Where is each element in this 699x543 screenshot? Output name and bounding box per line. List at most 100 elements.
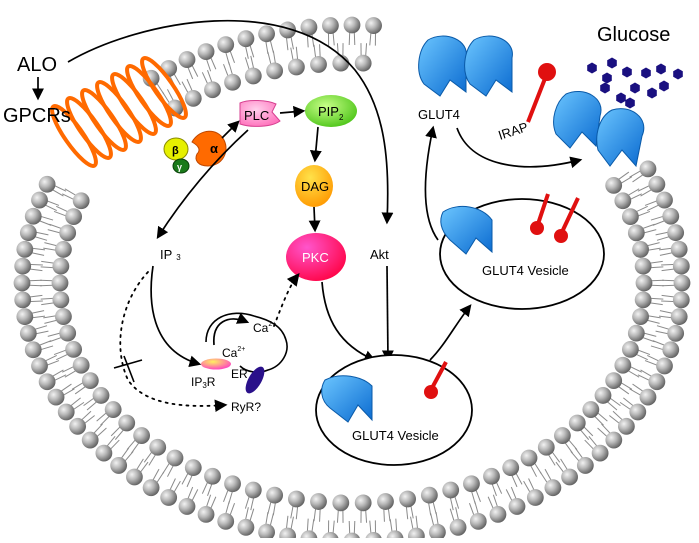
lipid-head: [355, 494, 372, 511]
lipid-head: [502, 459, 519, 476]
g-gamma-label: γ: [177, 162, 182, 172]
glut4-transporter-2: [465, 36, 513, 96]
lipid-head: [31, 192, 48, 209]
lipid-head: [490, 506, 507, 523]
lipid-head: [110, 457, 127, 474]
lipid-head: [69, 418, 86, 435]
ip3r-label: IP3R: [191, 375, 216, 390]
lipid-head: [635, 258, 652, 275]
lipid-head: [674, 275, 691, 292]
glucose-molecule: [630, 83, 640, 94]
g-beta-label: β: [172, 145, 179, 157]
lipid-head: [39, 373, 56, 390]
lipid-head: [648, 176, 665, 193]
lipid-head: [224, 74, 241, 91]
pkc-label: PKC: [302, 250, 329, 265]
lipid-head: [93, 387, 110, 404]
lipid-head: [509, 498, 526, 515]
lipid-head: [204, 468, 221, 485]
lipid-head: [118, 415, 135, 432]
lipid-head: [198, 506, 215, 523]
lipid-head: [258, 524, 275, 538]
lipid-head: [671, 308, 688, 325]
lipid-head: [365, 17, 382, 34]
lipid-head: [605, 177, 622, 194]
lipid-head: [55, 241, 72, 258]
lipid-head: [344, 17, 361, 34]
lipid-head: [245, 482, 262, 499]
lipid-head: [569, 415, 586, 432]
lipid-head: [16, 308, 33, 325]
lipid-head: [595, 387, 612, 404]
lipid-head: [332, 494, 349, 511]
lipid-head: [387, 530, 404, 538]
lipid-head: [322, 17, 339, 34]
lipid-head: [149, 439, 166, 456]
lipid-head: [185, 459, 202, 476]
lipid-head: [521, 450, 538, 467]
glucose-molecule: [616, 93, 626, 104]
lipid-head: [58, 404, 75, 421]
lipid-head: [25, 208, 42, 225]
lipid-head: [133, 427, 150, 444]
lipid-head: [217, 36, 234, 53]
lipid-head: [614, 192, 631, 209]
lipid-head: [421, 487, 438, 504]
dag-label: DAG: [301, 179, 329, 194]
glucose-label: Glucose: [597, 24, 670, 46]
lipid-head: [82, 432, 99, 449]
lipid-head: [143, 479, 160, 496]
lipid-head: [483, 468, 500, 485]
glucose-molecules: [587, 58, 683, 109]
lipid-head: [20, 325, 37, 342]
lipid-head: [442, 482, 459, 499]
lipid-head: [245, 68, 262, 85]
lipid-head: [399, 491, 416, 508]
glucose-molecule: [625, 98, 635, 109]
lipid-head: [39, 176, 56, 193]
lipid-head: [605, 372, 622, 389]
glut4-transporter-1: [419, 36, 467, 96]
glucose-molecule: [600, 83, 610, 94]
lipid-head: [673, 291, 690, 308]
lipid-head: [266, 62, 283, 79]
arrow-galpha-to-plc: [222, 122, 238, 138]
lipid-head: [662, 341, 679, 358]
lipid-head: [73, 357, 90, 374]
lipid-head: [179, 498, 196, 515]
lipid-head: [279, 528, 296, 538]
lipid-head: [365, 532, 382, 538]
lipid-head: [622, 208, 639, 225]
lipid-head: [301, 530, 318, 538]
lipid-head: [622, 341, 639, 358]
glucose-molecule: [641, 68, 651, 79]
lipid-head: [55, 308, 72, 325]
lipid-head: [618, 418, 635, 435]
lipid-head: [224, 475, 241, 492]
alo-label: ALO: [17, 54, 57, 76]
arrow-dag-to-pkc: [314, 207, 315, 230]
lipid-head: [667, 224, 684, 241]
ca-er-label: Ca2+: [222, 346, 245, 360]
glucose-molecule: [673, 69, 683, 80]
lipid-head: [629, 404, 646, 421]
arrow-pip2-to-dag: [315, 127, 318, 160]
lipid-head: [95, 445, 112, 462]
lipid-head: [52, 258, 69, 275]
lipid-head: [538, 439, 555, 456]
lipid-head: [628, 224, 645, 241]
glucose-molecule: [607, 58, 617, 69]
glut4-transporter-3: [554, 91, 601, 148]
lower-vesicle-label: GLUT4 Vesicle: [352, 428, 439, 443]
lipid-head: [14, 275, 31, 292]
lipid-head: [656, 358, 673, 375]
ca-release-label: Ca2+: [253, 321, 276, 335]
lipid-head: [82, 372, 99, 389]
lipid-head: [238, 30, 255, 47]
lipid-head: [65, 341, 82, 358]
gpcrs-label: GPCRs: [3, 105, 71, 127]
lipid-head: [640, 389, 657, 406]
glucose-molecule: [647, 88, 657, 99]
lipid-head: [59, 325, 76, 342]
